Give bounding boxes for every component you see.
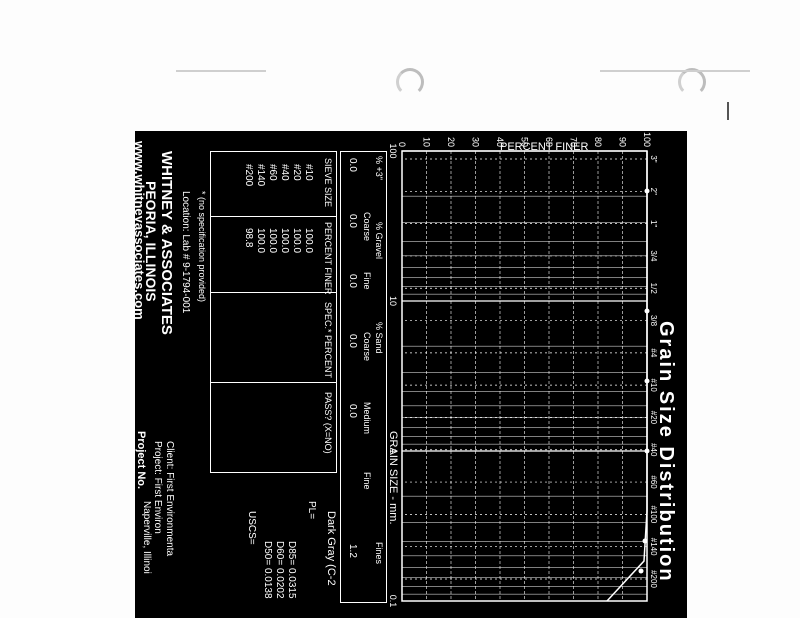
summary-header: Fines xyxy=(374,542,384,565)
y-tick-label: 50 xyxy=(520,137,530,147)
x-top-tick-label: #10 xyxy=(649,378,658,392)
x-top-tick-label: 3/8 xyxy=(649,315,658,327)
y-tick-label: 70 xyxy=(569,137,579,147)
summary-subheader: Fine xyxy=(362,272,372,290)
y-tick-label: 20 xyxy=(446,137,456,147)
x-top-tick-label: #200 xyxy=(649,570,658,588)
sieve-header: PASS? (X=NO) xyxy=(323,392,333,454)
x-top-tick-label: #140 xyxy=(649,538,658,556)
client: Client: First Environmenta xyxy=(164,441,175,557)
summary-value: 0.0 xyxy=(347,274,358,288)
x-tick-label: 0.1 xyxy=(388,595,398,608)
company-web: www.whitneyassociates.com xyxy=(135,141,147,320)
table-divider xyxy=(211,292,336,293)
sieve-cell: #10 xyxy=(303,164,314,181)
summary-subheader: Medium xyxy=(362,402,372,435)
y-tick-label: 60 xyxy=(544,137,554,147)
x-top-tick-label: #60 xyxy=(649,475,658,489)
x-top-tick-label: 3/4 xyxy=(649,250,658,262)
summary-value: 0.0 xyxy=(347,158,358,172)
pl-value: PL= xyxy=(306,501,317,520)
spec-footnote: * (no specification provided) xyxy=(197,191,207,303)
x-top-tick-label: #100 xyxy=(649,505,658,523)
sieve-cell: 100.0 xyxy=(291,228,302,254)
company-name: WHITNEY & ASSOCIATES xyxy=(158,151,175,335)
summary-value: 0.0 xyxy=(347,214,358,228)
data-point xyxy=(644,188,650,194)
scan-mark xyxy=(176,70,266,72)
summary-value: 0.0 xyxy=(347,404,358,418)
y-tick-label: 100 xyxy=(642,132,652,147)
x-tick-label: 10 xyxy=(388,296,398,306)
uscs-value: USCS= xyxy=(246,511,257,545)
summary-subheader: Fine xyxy=(362,472,372,490)
summary-subheader: Coarse xyxy=(362,332,372,362)
sieve-cell: 100.0 xyxy=(255,228,266,254)
y-tick-label: 40 xyxy=(495,137,505,147)
y-tick-label: 0 xyxy=(397,142,407,147)
sieve-cell: 100.0 xyxy=(303,228,314,254)
gradation-curve xyxy=(606,151,648,602)
x-tick-label: 100 xyxy=(388,143,398,158)
y-tick-label: 80 xyxy=(593,137,603,147)
summary-value: 0.0 xyxy=(347,334,358,348)
sieve-cell: 100.0 xyxy=(279,228,290,254)
sieve-table: SIEVE SIZE PERCENT FINER SPEC.* PERCENT PAS… xyxy=(210,151,337,473)
sieve-header: SIEVE SIZE xyxy=(323,158,333,208)
sieve-header: PERCENT FINER xyxy=(323,222,333,295)
y-tick-label: 90 xyxy=(618,137,628,147)
d60-value: D60= 0.0202 xyxy=(274,541,285,599)
y-axis-label: PERCENT FINER xyxy=(500,141,589,153)
scan-mark xyxy=(727,102,729,120)
project-location: Naperville, Illinoi xyxy=(141,501,152,574)
sieve-cell: #40 xyxy=(279,164,290,181)
grain-size-chart: 10090807060504030201001001010.13"2"1"3/4… xyxy=(388,132,658,608)
x-tick-label: 1 xyxy=(388,448,398,453)
x-top-tick-label: #20 xyxy=(649,411,658,425)
x-top-tick-label: #40 xyxy=(649,443,658,457)
y-tick-label: 10 xyxy=(422,137,432,147)
table-divider xyxy=(211,382,336,383)
scan-mark xyxy=(600,70,750,72)
sieve-cell: #140 xyxy=(255,164,266,187)
sieve-cell: #60 xyxy=(267,164,278,181)
table-divider xyxy=(211,216,336,217)
summary-header: % Gravel xyxy=(374,222,384,260)
data-point xyxy=(644,448,650,454)
x-top-tick-label: #4 xyxy=(649,348,658,357)
punch-hole xyxy=(396,68,424,96)
sieve-cell: #20 xyxy=(291,164,302,181)
data-point xyxy=(638,568,644,574)
soil-description: Dark Gray (C-2 xyxy=(325,511,337,586)
project-number: Project No. xyxy=(135,431,147,490)
sieve-cell: 98.8 xyxy=(243,228,254,248)
x-top-tick-label: 1/2 xyxy=(649,283,658,295)
x-axis-label: GRAIN SIZE - mm. xyxy=(387,431,399,525)
project-name: Project: First Environ xyxy=(152,441,163,534)
summary-value: 1.2 xyxy=(347,544,358,558)
sieve-cell: 100.0 xyxy=(267,228,278,254)
data-point xyxy=(644,308,650,314)
y-tick-label: 30 xyxy=(471,137,481,147)
summary-header: % Sand xyxy=(374,322,384,354)
x-top-tick-label: 2" xyxy=(649,188,658,195)
punch-hole xyxy=(678,68,706,96)
report-sheet: PERCENT FINER Grain Size Distribution 10… xyxy=(135,131,687,618)
data-point xyxy=(642,538,648,544)
d50-value: D50= 0.0138 xyxy=(262,541,273,599)
sieve-cell: #200 xyxy=(243,164,254,187)
summary-subheader: Coarse xyxy=(362,212,372,242)
data-point xyxy=(644,378,650,384)
x-top-tick-label: 1" xyxy=(649,220,658,227)
x-top-tick-label: 3" xyxy=(649,155,658,162)
summary-header: % +3" xyxy=(374,156,384,180)
d85-value: D85= 0.0315 xyxy=(286,541,297,599)
sieve-header: SPEC.* PERCENT xyxy=(323,302,333,379)
location: Location: Lab # 9-1794-001 xyxy=(180,191,191,314)
